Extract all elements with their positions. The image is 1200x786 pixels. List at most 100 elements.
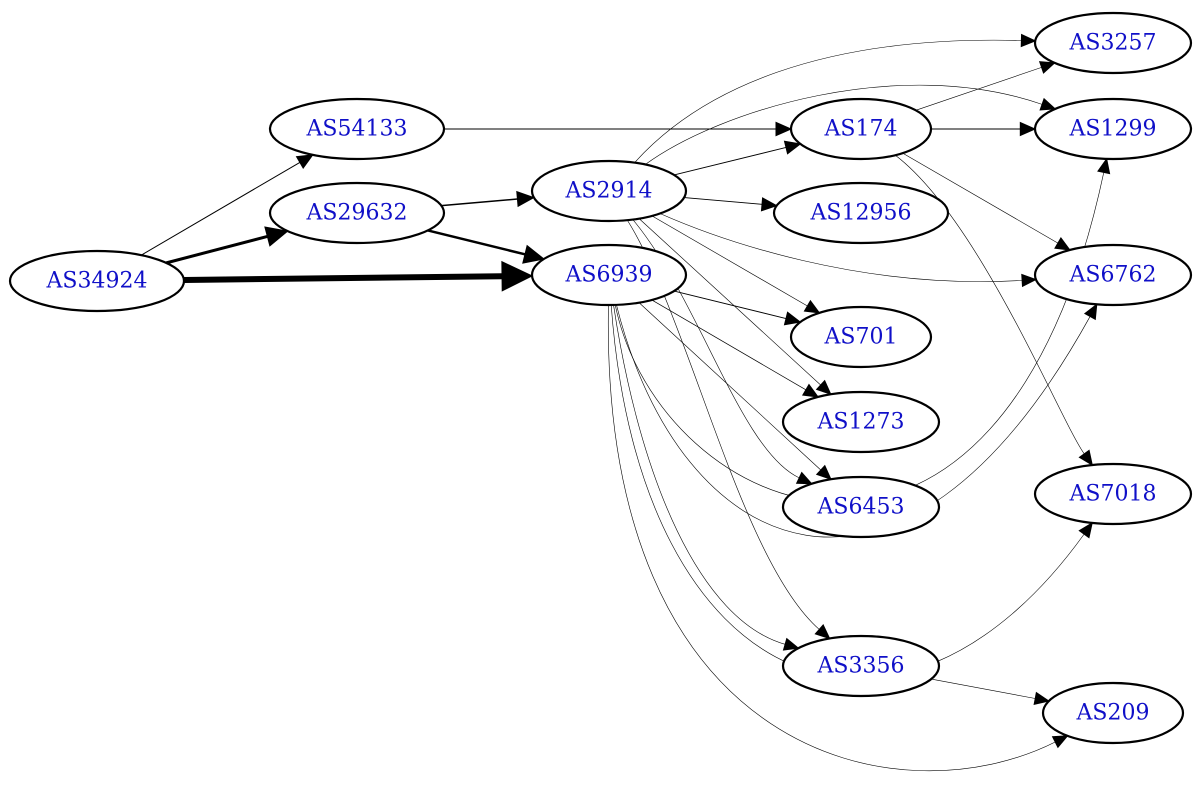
edge-line [183, 273, 503, 283]
node-as3257[interactable]: AS3257 [1033, 11, 1193, 75]
edge-line [613, 304, 786, 645]
node-as29632[interactable]: AS29632 [268, 181, 446, 245]
node-as1273[interactable]: AS1273 [781, 390, 941, 454]
arrowhead [795, 471, 813, 485]
arrowhead [1078, 449, 1094, 467]
edge-line [427, 229, 526, 256]
node-as7018[interactable]: AS7018 [1033, 462, 1193, 526]
node-label-link[interactable]: AS29632 [306, 201, 408, 226]
node-shape [268, 181, 446, 245]
node-label-link[interactable]: AS6453 [817, 495, 905, 520]
arrowhead [1078, 521, 1093, 539]
node-label-link[interactable]: AS7018 [1069, 482, 1157, 507]
arrowhead [522, 244, 546, 264]
arrowhead [264, 226, 289, 247]
node-as6762[interactable]: AS6762 [1033, 243, 1193, 307]
node-shape [1033, 462, 1193, 526]
arrowhead [1054, 237, 1071, 251]
node-label-link[interactable]: AS12956 [810, 201, 912, 226]
edge-as34924-to-as54133 [140, 154, 314, 256]
edge-as2914-to-as701 [651, 215, 821, 314]
node-shape [530, 243, 688, 307]
node-as209[interactable]: AS209 [1041, 681, 1185, 745]
edges-layer [140, 33, 1111, 772]
edge-as29632-to-as6939 [427, 229, 546, 264]
edge-as29632-to-as2914 [441, 190, 536, 208]
node-label-link[interactable]: AS209 [1076, 701, 1150, 726]
edge-as174-to-as1299 [931, 121, 1037, 137]
node-label-link[interactable]: AS1299 [1069, 117, 1157, 142]
edge-line [651, 215, 808, 307]
arrowhead [782, 637, 800, 651]
node-as34924[interactable]: AS34924 [8, 249, 186, 313]
arrowhead [1051, 735, 1069, 749]
node-label-link[interactable]: AS6939 [565, 263, 653, 288]
edge-line [165, 234, 268, 265]
node-shape [789, 97, 933, 161]
edge-line [645, 84, 1043, 165]
node-shape [530, 159, 688, 223]
edge-line [140, 161, 301, 256]
arrowhead [783, 140, 802, 155]
node-shape [1033, 243, 1193, 307]
node-label-link[interactable]: AS3356 [817, 654, 905, 679]
node-as2914[interactable]: AS2914 [530, 159, 688, 223]
arrowhead [1021, 273, 1038, 288]
node-as54133[interactable]: AS54133 [268, 97, 446, 161]
arrowhead [516, 190, 536, 208]
arrowhead [1083, 303, 1098, 321]
node-shape [1033, 97, 1193, 161]
node-as701[interactable]: AS701 [789, 305, 933, 369]
arrowhead [1020, 33, 1037, 48]
node-shape [781, 634, 941, 698]
edge-line [638, 218, 821, 386]
arrowhead [501, 260, 534, 292]
edge-as6939-to-as3356 [613, 304, 800, 651]
node-as12956[interactable]: AS12956 [772, 181, 950, 245]
arrowhead [815, 464, 832, 481]
edge-line [673, 147, 787, 176]
edge-as2914-to-as1299 [645, 84, 1057, 165]
edge-line [651, 299, 807, 391]
arrowhead [1019, 121, 1037, 137]
node-as3356[interactable]: AS3356 [781, 634, 941, 698]
node-shape [1041, 681, 1185, 745]
edge-as2914-to-as3257 [634, 33, 1037, 163]
edge-as174-to-as6762 [902, 152, 1071, 251]
node-as6453[interactable]: AS6453 [781, 475, 941, 539]
edge-line [915, 67, 1042, 111]
arrowhead [1039, 97, 1057, 111]
node-label-link[interactable]: AS3257 [1069, 31, 1157, 56]
edge-line [673, 290, 787, 319]
arrowhead [295, 154, 314, 170]
node-label-link[interactable]: AS1273 [817, 410, 905, 435]
edge-as6939-to-as209 [608, 304, 1069, 772]
node-as1299[interactable]: AS1299 [1033, 97, 1193, 161]
arrowhead [775, 121, 793, 137]
node-as174[interactable]: AS174 [789, 97, 933, 161]
edge-as3356-to-as209 [931, 678, 1051, 706]
arrowhead [760, 197, 778, 212]
node-label-link[interactable]: AS6762 [1069, 263, 1157, 288]
edge-line [902, 152, 1059, 244]
node-label-link[interactable]: AS34924 [46, 269, 148, 294]
edge-line [931, 678, 1036, 699]
arrowhead [814, 624, 831, 640]
node-label-link[interactable]: AS174 [824, 117, 898, 142]
edge-as6939-to-as6453 [638, 302, 832, 481]
nodes-layer: AS34924AS54133AS29632AS2914AS6939AS174AS… [8, 11, 1193, 745]
node-shape [789, 305, 933, 369]
edge-line [608, 304, 1056, 772]
node-as6939[interactable]: AS6939 [530, 243, 688, 307]
edge-as2914-to-as1273 [638, 218, 832, 396]
edge-line [684, 197, 763, 205]
node-label-link[interactable]: AS2914 [565, 179, 653, 204]
node-label-link[interactable]: AS54133 [306, 117, 408, 142]
edge-as34924-to-as29632 [165, 226, 289, 265]
arrowhead [803, 299, 821, 314]
edge-line [441, 198, 518, 207]
arrowhead [1033, 691, 1051, 706]
node-label-link[interactable]: AS701 [824, 325, 898, 350]
edge-as54133-to-as174 [444, 121, 793, 137]
node-shape [268, 97, 446, 161]
